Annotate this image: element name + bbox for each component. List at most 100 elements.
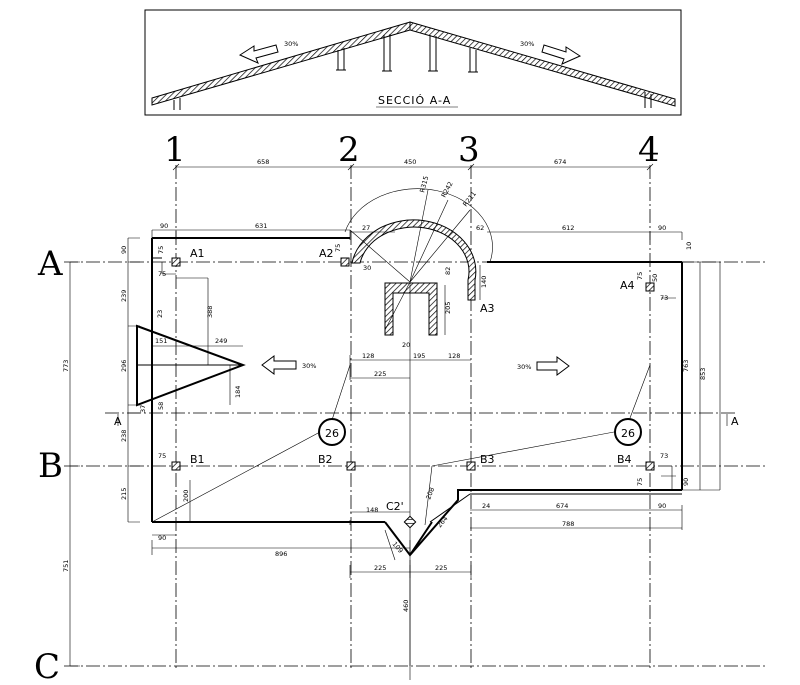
dim-151: 151: [155, 337, 167, 345]
column-b1: [171, 461, 181, 471]
dim-148: 148: [366, 506, 378, 514]
dim-75c: 75: [334, 244, 342, 252]
callout-text-1: 26: [325, 427, 339, 440]
dim-296: 296: [120, 360, 128, 372]
dim-239: 239: [120, 290, 128, 302]
axis-col-4: 4: [638, 130, 660, 170]
dim-773: 773: [62, 360, 70, 372]
section-mark-right: A: [731, 415, 739, 428]
column-b4: [645, 461, 655, 471]
dim-631: 631: [255, 222, 267, 230]
column-b2: [346, 461, 356, 471]
dim-195: 195: [413, 352, 425, 360]
dim-24: 24: [482, 502, 490, 510]
label-a2: A2: [319, 247, 334, 260]
dim-225b: 225: [374, 564, 386, 572]
dim-612: 612: [562, 224, 574, 232]
label-b4: B4: [617, 453, 632, 466]
dim-10: 10: [685, 242, 693, 250]
dim-184: 184: [234, 386, 242, 398]
dim-140: 140: [480, 276, 488, 288]
section-slope-right: 30%: [520, 40, 534, 48]
axis-row-c: C: [34, 647, 60, 685]
dim-200: 200: [182, 490, 190, 502]
dim-238: 238: [120, 430, 128, 442]
columns: A1 A2 A3 A4 B1 B2 B3 B4 C2': [171, 247, 655, 529]
callout-text-2: 26: [621, 427, 635, 440]
dim-788: 788: [562, 520, 574, 528]
dim-30: 30: [363, 264, 371, 272]
dim-128b: 128: [448, 352, 460, 360]
dim-90c: 90: [120, 246, 128, 254]
label-c2: C2': [386, 500, 404, 513]
building-outline: [136, 237, 683, 557]
radius-r211: R211: [461, 190, 478, 208]
callouts: 26 26: [151, 364, 651, 526]
dim-58: 58: [157, 402, 165, 410]
dim-27: 27: [362, 224, 370, 232]
dim-208: 208: [424, 486, 436, 500]
dim-215: 215: [120, 488, 128, 500]
radius-r315: R315: [418, 175, 430, 193]
dim-90e: 90: [658, 502, 666, 510]
dim-896: 896: [275, 550, 287, 558]
slope-arrow-left: [238, 44, 279, 64]
dim-751: 751: [62, 560, 70, 572]
dim-460: 460: [402, 600, 410, 612]
plan-slope-left: 30%: [302, 362, 316, 370]
grid-axes: 1 2 3 4 A B C: [34, 130, 765, 685]
dim-62: 62: [476, 224, 484, 232]
label-b2: B2: [318, 453, 333, 466]
column-a1: [171, 257, 181, 267]
axis-col-3: 3: [458, 130, 480, 170]
dim-658: 658: [257, 158, 269, 166]
dim-50: 50: [651, 274, 659, 282]
column-a4: [645, 282, 655, 292]
dim-674b: 674: [556, 502, 568, 510]
dim-20: 20: [402, 341, 410, 349]
axis-row-b: B: [38, 446, 63, 486]
dim-90d: 90: [682, 478, 690, 486]
label-a4: A4: [620, 279, 635, 292]
label-a3: A3: [480, 302, 495, 315]
axis-col-1: 1: [164, 130, 186, 170]
section-a-a: 30% 30% SECCIÓ A-A: [144, 9, 682, 116]
dim-450: 450: [404, 158, 416, 166]
dim-75e: 75: [158, 452, 166, 460]
dim-90a: 90: [160, 222, 168, 230]
section-slope-left: 30%: [284, 40, 298, 48]
top-dimensions: 658 450 674: [172, 158, 654, 171]
column-b3: [466, 461, 476, 471]
dim-23: 23: [156, 310, 164, 318]
dim-225c: 225: [435, 564, 447, 572]
dim-90f: 90: [158, 534, 166, 542]
dim-249: 249: [215, 337, 227, 345]
dim-205: 205: [444, 302, 452, 314]
dimension-texts: 90 631 27 62 612 90 10 90 75 75 30 75 23…: [62, 222, 707, 612]
callout-circle-1: [318, 418, 346, 446]
axis-row-a: A: [37, 244, 63, 284]
axis-col-2: 2: [338, 130, 360, 170]
dim-90b: 90: [658, 224, 666, 232]
dim-73b: 73: [660, 452, 668, 460]
dim-75a: 75: [157, 246, 165, 254]
dim-82: 82: [444, 267, 452, 275]
dim-73a: 73: [660, 294, 668, 302]
slope-arrow-right: [541, 44, 582, 65]
plan-slope-arrow-left: [261, 355, 297, 375]
roof-slab-left: [151, 21, 411, 106]
plan-slope-right: 30%: [517, 363, 531, 371]
dim-75-b4: 75: [636, 478, 644, 486]
column-a2: [340, 257, 350, 267]
section-title: SECCIÓ A-A: [378, 94, 451, 107]
curved-wall: R315 R242 R211: [344, 175, 493, 680]
dim-225a: 225: [374, 370, 386, 378]
slope-arrows: 30% 30%: [261, 355, 570, 376]
dim-128a: 128: [362, 352, 374, 360]
dim-37: 37: [139, 405, 147, 413]
section-frame: [144, 9, 682, 116]
dim-75b: 75: [158, 270, 166, 278]
label-b1: B1: [190, 453, 205, 466]
radius-r242: R242: [440, 180, 455, 199]
